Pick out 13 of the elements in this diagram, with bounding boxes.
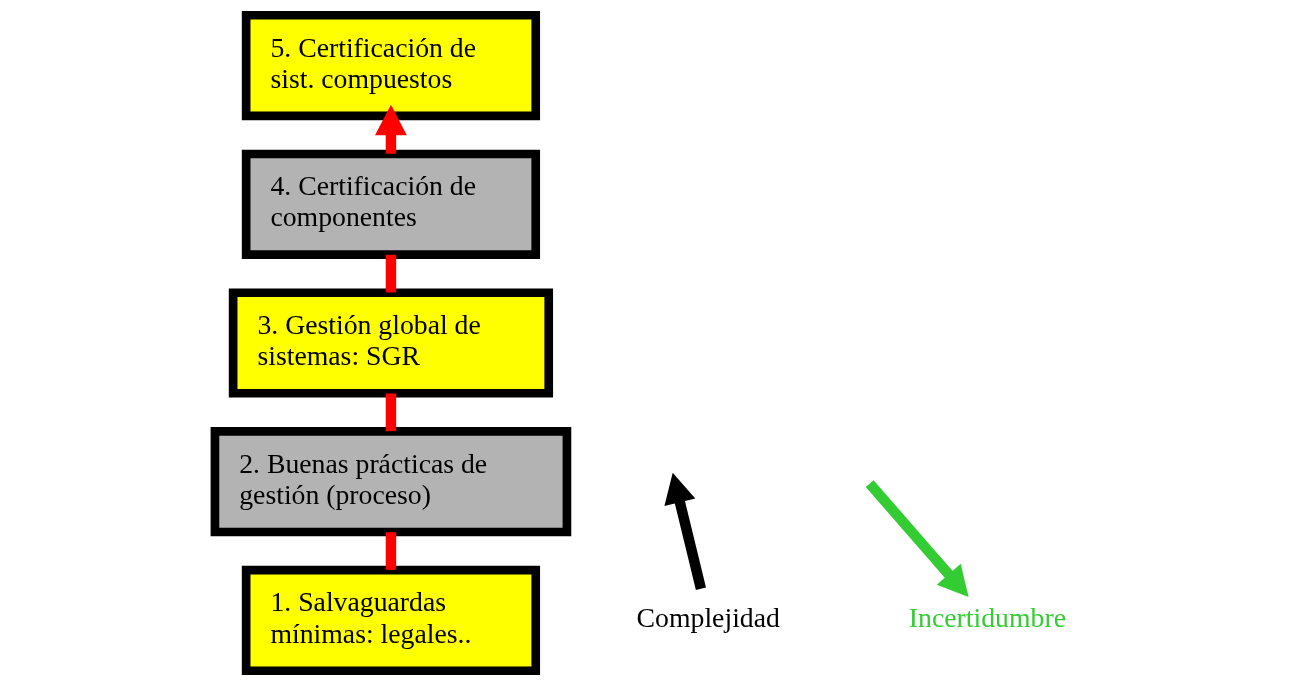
connector bbox=[385, 532, 397, 570]
node-text: Incertidumbre bbox=[908, 602, 1066, 634]
arrow bbox=[865, 480, 969, 598]
node-box: 1. Salvaguardas mínimas: legales.. bbox=[241, 565, 541, 676]
arrow bbox=[375, 104, 407, 154]
connector bbox=[385, 393, 397, 432]
node-box: 5. Certificación de sist. compuestos bbox=[241, 10, 541, 121]
node-box: 4. Certificación de componentes bbox=[241, 149, 541, 259]
node-text: Complejidad bbox=[636, 602, 780, 634]
node-box: 2. Buenas prácticas de gestión (proceso) bbox=[210, 427, 572, 537]
node-box: 3. Gestión global de sistemas: SGR bbox=[228, 288, 554, 398]
arrow bbox=[664, 472, 706, 590]
connector bbox=[385, 254, 397, 293]
